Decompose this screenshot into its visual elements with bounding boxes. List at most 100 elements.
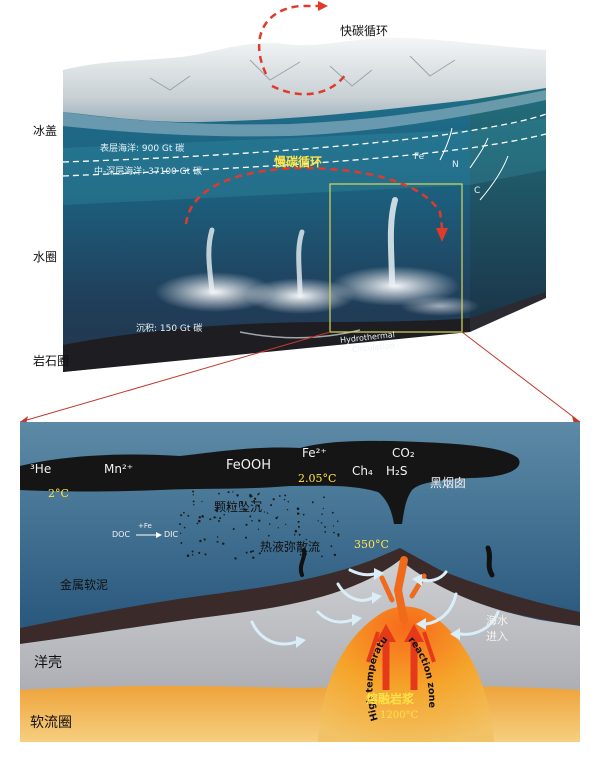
particle-dot: [293, 533, 296, 536]
particle-dot: [302, 513, 305, 516]
particle-dot: [193, 504, 195, 506]
ice-shell-label: 冰盖: [33, 124, 58, 138]
particle-dot: [298, 533, 301, 536]
fast-cycle-arrow: [257, 4, 318, 75]
iron-ion-label: Fe²⁺: [302, 446, 327, 460]
highlight-box: [329, 183, 463, 333]
lithosphere-label: 岩石圈: [33, 354, 70, 368]
particle-dot: [192, 494, 195, 496]
particle-dot: [336, 520, 339, 522]
particle-dot: [199, 539, 202, 543]
particle-dot: [322, 507, 325, 510]
particle-dot: [257, 528, 260, 530]
particle-dot: [183, 511, 185, 514]
particle-dot: [216, 540, 219, 543]
particle-dot: [321, 555, 323, 558]
particle-dot: [333, 531, 335, 534]
inflow-label: 进入: [486, 630, 508, 643]
particle-dot: [201, 500, 203, 503]
ch4-label: Ch₄: [352, 464, 373, 478]
plus-fe-label: +Fe: [138, 522, 152, 530]
particle-dot: [249, 494, 252, 497]
particle-dot: [218, 492, 220, 495]
manganese-label: Mn²⁺: [104, 462, 134, 476]
particle-dot: [311, 501, 314, 504]
particle-dot: [317, 520, 319, 522]
particle-dot: [324, 531, 327, 533]
particle-dot: [337, 535, 340, 537]
particle-dot: [228, 506, 231, 508]
particle-dot: [180, 541, 183, 544]
helium3-label: ³He: [30, 462, 52, 476]
seawater-label: 海水: [486, 614, 508, 627]
particle-dot: [234, 505, 237, 508]
particle-dot: [258, 552, 261, 555]
temp-1200c-label: 1200°C: [380, 710, 419, 721]
element-n-label: N: [452, 160, 459, 170]
particle-dot: [198, 519, 201, 523]
particle-dot: [186, 554, 190, 557]
particle-dot: [284, 494, 287, 497]
asthenosphere-label: 软流圈: [30, 715, 72, 731]
particle-dot: [218, 520, 220, 522]
particle-dot: [222, 542, 225, 545]
temp-205c-label: 2.05°C: [298, 472, 337, 485]
particle-dot: [249, 515, 252, 518]
particle-dot: [179, 523, 181, 526]
connector-right: [461, 331, 581, 423]
particle-dot: [296, 512, 300, 515]
particle-dot: [244, 536, 248, 539]
fast-carbon-cycle-label: 快碳循环: [340, 24, 389, 38]
particle-dot: [215, 516, 217, 518]
particle-settling-label: 颗粒坠沉: [214, 500, 263, 514]
asthenosphere: [20, 686, 580, 742]
particle-dot: [263, 511, 266, 513]
molten-magma-label: 熔融岩浆: [366, 692, 415, 706]
particle-dot: [323, 496, 325, 499]
particle-dot: [204, 553, 207, 556]
ice-shell: [63, 37, 546, 123]
particle-dot: [277, 527, 279, 529]
particle-dot: [209, 518, 212, 521]
particle-dot: [232, 491, 234, 493]
particle-dot: [213, 516, 216, 519]
particle-dot: [268, 523, 271, 525]
dic-label: DIC: [164, 530, 179, 539]
particle-dot: [283, 498, 286, 501]
particle-dot: [232, 528, 235, 530]
particle-dot: [286, 508, 289, 511]
particle-dot: [284, 550, 287, 552]
particle-dot: [183, 526, 186, 529]
particle-dot: [253, 500, 255, 502]
particle-dot: [245, 523, 248, 526]
hydrosphere-label: 水圈: [33, 250, 58, 264]
h2s-label: H₂S: [386, 464, 408, 478]
particle-dot: [203, 538, 206, 541]
particle-dot: [299, 553, 302, 556]
temp-2c-label: 2°C: [48, 487, 69, 500]
particle-dot: [219, 517, 222, 520]
particle-dot: [324, 526, 326, 528]
particle-dot: [241, 501, 244, 504]
black-smoker-label: 黑烟囱: [430, 476, 467, 490]
particle-dot: [251, 550, 255, 553]
temp-350c-label: 350°C: [354, 538, 389, 551]
particle-dot: [227, 491, 230, 494]
particle-dot: [196, 522, 199, 525]
particle-dot: [251, 520, 253, 522]
particle-dot: [275, 516, 278, 520]
sediment-label: 沉积: 150 Gt 碳: [136, 324, 203, 334]
particle-dot: [180, 514, 183, 517]
particle-dot: [258, 519, 261, 522]
particle-dot: [253, 497, 257, 500]
particle-dot: [320, 522, 323, 524]
magma-chamber: [318, 606, 494, 742]
particle-dot: [270, 504, 273, 507]
particle-dot: [198, 551, 201, 554]
particle-dot: [187, 514, 190, 517]
co2-label: CO₂: [392, 446, 415, 460]
particle-dot: [272, 498, 275, 501]
particle-dot: [276, 516, 279, 518]
particle-dot: [216, 536, 219, 538]
